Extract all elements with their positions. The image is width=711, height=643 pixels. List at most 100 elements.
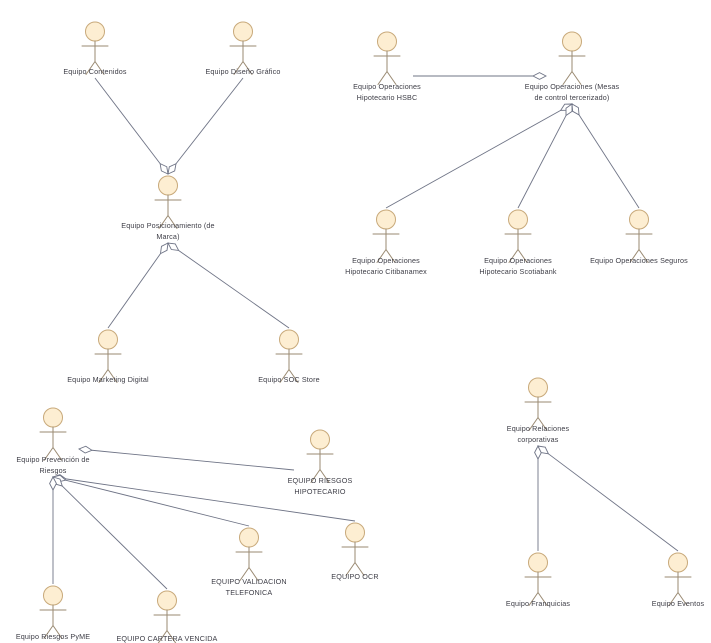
association-line bbox=[548, 453, 679, 552]
actor-head-icon bbox=[85, 21, 105, 42]
actor-op_seguros[interactable] bbox=[625, 209, 653, 263]
actor-head-icon bbox=[377, 31, 397, 52]
actor-leg-left bbox=[279, 369, 290, 383]
aggregation-diamond-icon bbox=[167, 242, 180, 252]
actor-leg-left bbox=[43, 625, 54, 639]
connections-layer bbox=[49, 72, 679, 590]
actor-ocr[interactable] bbox=[341, 522, 369, 576]
actor-label-soc_store: Equipo SOC Store bbox=[258, 375, 320, 384]
actor-head-icon bbox=[43, 585, 63, 606]
association-contenidos-to-posicionamiento[interactable] bbox=[94, 77, 169, 175]
actor-riesgos_pyme[interactable] bbox=[39, 585, 67, 639]
actor-soc_store[interactable] bbox=[275, 329, 303, 383]
actor-prevencion[interactable] bbox=[39, 407, 67, 461]
actor-leg-left bbox=[43, 447, 54, 461]
actor-leg-left bbox=[629, 249, 640, 263]
actor-head-icon bbox=[345, 522, 365, 543]
actor-label-eventos: Equipo Eventos bbox=[652, 599, 705, 608]
association-line bbox=[61, 485, 168, 590]
actor-riesgos_hipotecario[interactable] bbox=[306, 429, 334, 483]
association-line bbox=[65, 478, 356, 522]
actor-head-icon bbox=[528, 552, 548, 573]
actor-leg-right bbox=[52, 447, 63, 461]
actor-leg-left bbox=[233, 61, 244, 75]
association-prevencion-to-riesgos_hipotecario[interactable] bbox=[78, 445, 295, 471]
actor-posicionamiento[interactable] bbox=[154, 175, 182, 229]
actor-leg-left bbox=[668, 592, 679, 606]
association-prevencion-to-cartera_vencida[interactable] bbox=[52, 476, 168, 590]
actor-label-marketing_digital: Equipo Marketing Digital bbox=[67, 375, 149, 384]
actor-franquicias[interactable] bbox=[524, 552, 552, 606]
association-line bbox=[175, 77, 244, 165]
association-line bbox=[578, 114, 640, 209]
actor-label-diseno_grafico: Equipo Diseño Gráfico bbox=[205, 67, 280, 76]
association-relaciones_corp-to-franquicias[interactable] bbox=[534, 445, 542, 551]
actor-head-icon bbox=[310, 429, 330, 450]
association-posicionamiento-to-soc_store[interactable] bbox=[167, 242, 290, 329]
association-op_hsbc-to-op_mesas[interactable] bbox=[413, 72, 547, 80]
actor-diseno_grafico[interactable] bbox=[229, 21, 257, 75]
actor-cartera_vencida[interactable] bbox=[153, 590, 181, 643]
actor-contenidos[interactable] bbox=[81, 21, 109, 75]
aggregation-diamond-icon bbox=[159, 242, 169, 255]
actor-leg-right bbox=[517, 249, 528, 263]
actor-head-icon bbox=[279, 329, 299, 350]
actor-leg-left bbox=[310, 469, 321, 483]
association-op_seguros-to-op_mesas[interactable] bbox=[571, 103, 640, 209]
actor-leg-left bbox=[98, 369, 109, 383]
actor-leg-right bbox=[537, 592, 548, 606]
actor-leg-right bbox=[242, 61, 253, 75]
association-line bbox=[107, 253, 161, 329]
actor-head-icon bbox=[239, 527, 259, 548]
actor-head-icon bbox=[157, 590, 177, 611]
actor-leg-right bbox=[319, 469, 330, 483]
actor-leg-right bbox=[385, 249, 396, 263]
actor-label-ocr: EQUIPO OCR bbox=[331, 572, 378, 581]
aggregation-diamond-icon bbox=[571, 103, 580, 116]
actor-label-riesgos_pyme: Equipo Riesgos PyME bbox=[16, 632, 90, 641]
actor-leg-right bbox=[288, 369, 299, 383]
association-posicionamiento-to-marketing_digital[interactable] bbox=[107, 242, 169, 329]
actor-op_mesas[interactable] bbox=[558, 31, 586, 85]
actor-head-icon bbox=[629, 209, 649, 230]
actor-op_hsbc[interactable] bbox=[373, 31, 401, 85]
aggregation-diamond-icon bbox=[167, 162, 177, 175]
actor-op_scotiabank[interactable] bbox=[504, 209, 532, 263]
actor-head-icon bbox=[508, 209, 528, 230]
association-prevencion-to-riesgos_pyme[interactable] bbox=[49, 476, 57, 584]
actor-leg-right bbox=[166, 630, 177, 643]
association-line bbox=[385, 109, 561, 209]
actor-leg-right bbox=[354, 562, 365, 576]
association-relaciones_corp-to-eventos[interactable] bbox=[537, 445, 679, 552]
actor-op_citibanamex[interactable] bbox=[372, 209, 400, 263]
association-line bbox=[178, 250, 290, 329]
actor-leg-left bbox=[239, 567, 250, 581]
actor-eventos[interactable] bbox=[664, 552, 692, 606]
association-diseno_grafico-to-posicionamiento[interactable] bbox=[167, 77, 244, 175]
actor-leg-left bbox=[528, 592, 539, 606]
actor-leg-right bbox=[638, 249, 649, 263]
actor-leg-right bbox=[94, 61, 105, 75]
aggregation-diamond-icon bbox=[159, 162, 169, 175]
actor-relaciones_corp[interactable] bbox=[524, 377, 552, 431]
actor-validacion_tel[interactable] bbox=[235, 527, 263, 581]
actor-leg-left bbox=[562, 71, 573, 85]
actor-marketing_digital[interactable] bbox=[94, 329, 122, 383]
association-prevencion-to-validacion_tel[interactable] bbox=[52, 474, 250, 527]
aggregation-diamond-icon bbox=[532, 72, 547, 80]
actor-leg-left bbox=[508, 249, 519, 263]
association-op_citibanamex-to-op_mesas[interactable] bbox=[385, 103, 573, 209]
actor-leg-right bbox=[677, 592, 688, 606]
actor-leg-left bbox=[157, 630, 168, 643]
actor-leg-left bbox=[345, 562, 356, 576]
